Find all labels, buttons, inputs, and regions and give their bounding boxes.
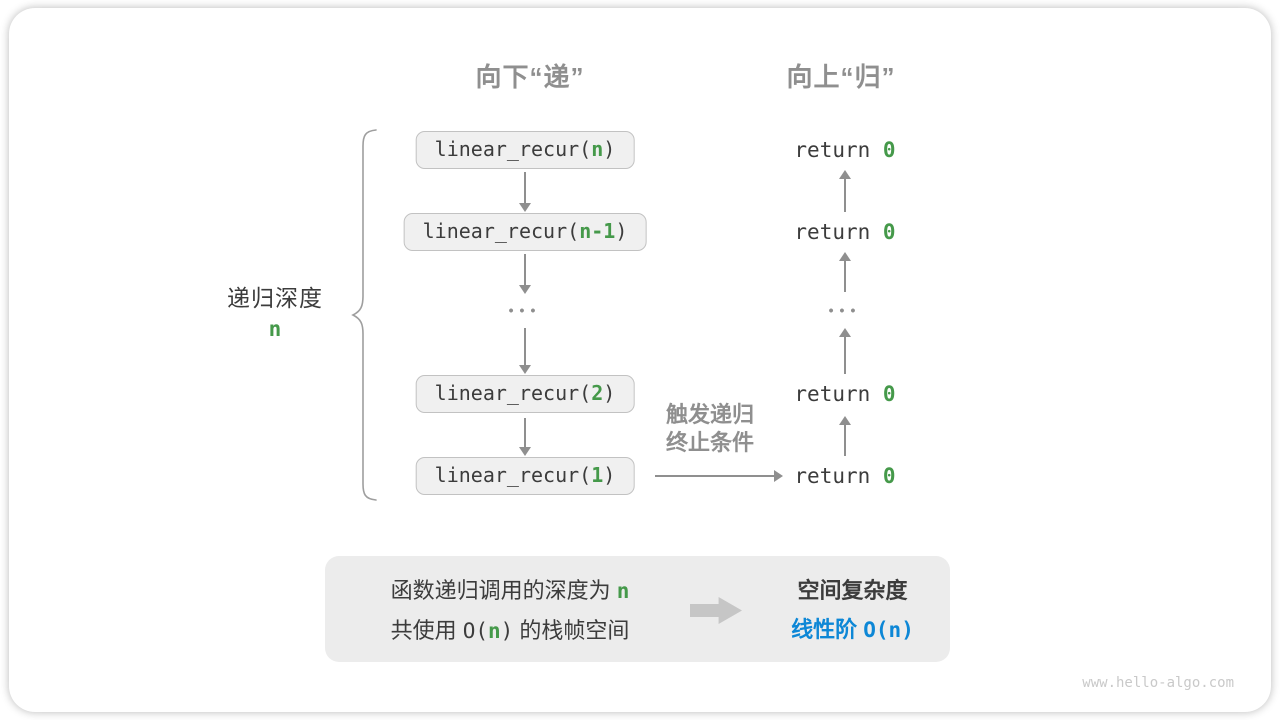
termination-condition-label: 触发递归 终止条件 xyxy=(665,402,754,455)
arrow-right-icon xyxy=(655,469,783,483)
call-box-n-1: linear_recur(n-1) xyxy=(403,213,647,251)
recursion-depth-label: 递归深度 xyxy=(227,285,323,311)
return-label: return 0 xyxy=(794,220,896,244)
ellipsis-left: ••• xyxy=(508,302,542,318)
call-box-1: linear_recur(1) xyxy=(415,457,635,495)
summary-description: 函数递归调用的深度为 n 共使用 O(n) 的栈帧空间 xyxy=(390,578,630,643)
implies-arrow-icon xyxy=(690,597,742,624)
complexity-summary-box: 函数递归调用的深度为 n 共使用 O(n) 的栈帧空间 空间复杂度 线性阶 O(… xyxy=(325,556,950,662)
ascend-column-header: 向上“归” xyxy=(786,62,896,92)
recursion-depth-variable: n xyxy=(268,317,282,341)
arrow-down-icon xyxy=(518,254,532,294)
arrow-up-icon xyxy=(838,416,852,456)
arrow-up-icon xyxy=(838,252,852,292)
depth-brace-icon xyxy=(351,129,377,501)
return-label: return 0 xyxy=(794,382,896,406)
arrow-down-icon xyxy=(518,418,532,456)
arrow-up-icon xyxy=(838,328,852,374)
arrow-down-icon xyxy=(518,172,532,212)
descend-column-header: 向下“递” xyxy=(475,62,585,92)
summary-conclusion: 空间复杂度 线性阶 O(n) xyxy=(791,578,914,642)
arrow-up-icon xyxy=(838,170,852,212)
ellipsis-right: ••• xyxy=(828,302,862,318)
call-box-n: linear_recur(n) xyxy=(415,131,635,169)
watermark: www.hello-algo.com xyxy=(1082,675,1234,691)
call-box-2: linear_recur(2) xyxy=(415,375,635,413)
arrow-down-icon xyxy=(518,328,532,374)
return-label: return 0 xyxy=(794,464,896,488)
return-label: return 0 xyxy=(794,138,896,162)
